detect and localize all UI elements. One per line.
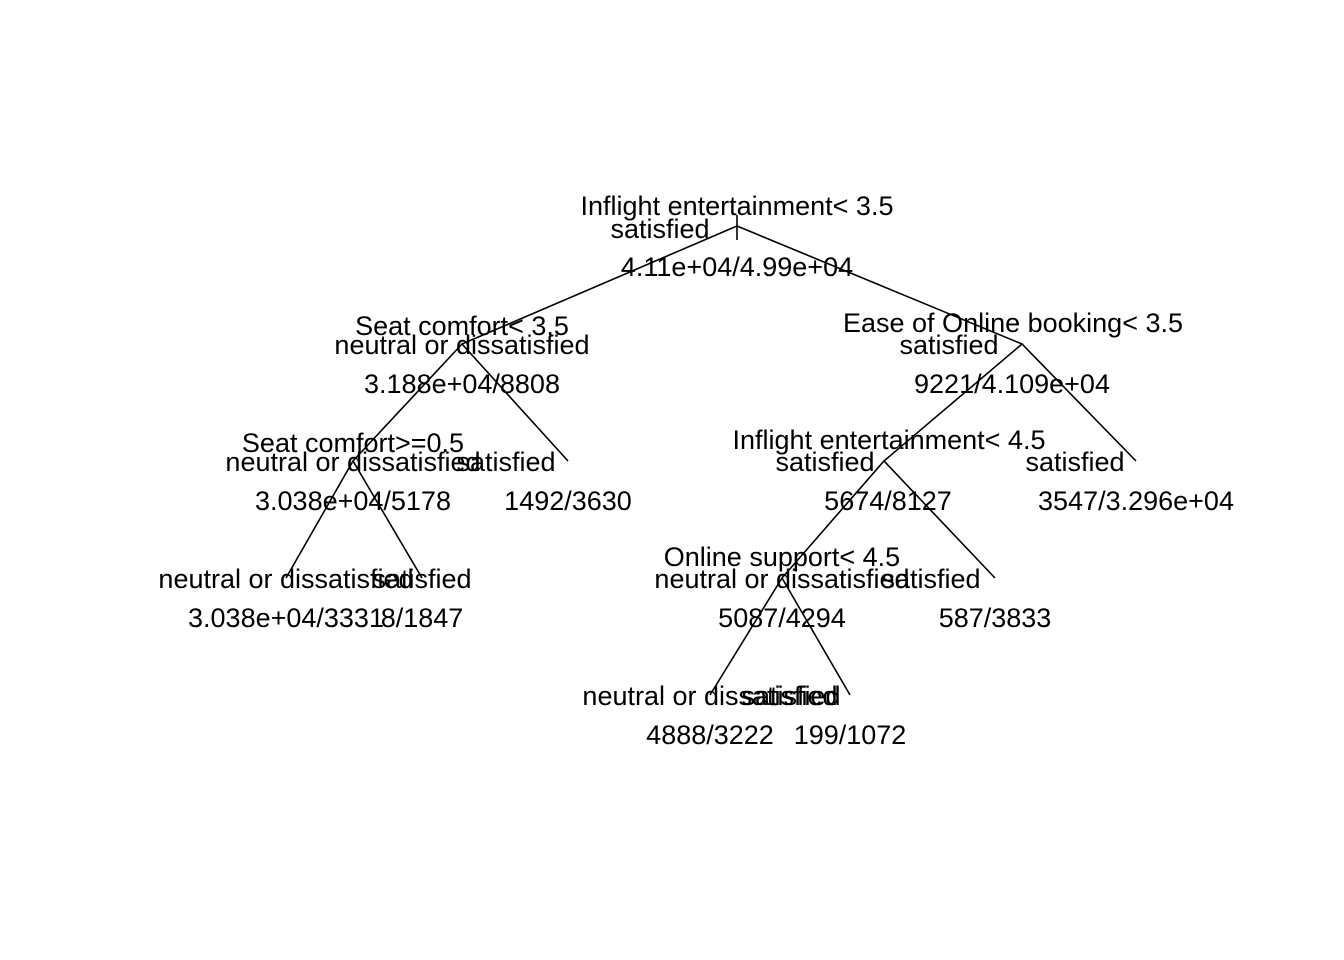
count-label: 199/1072 <box>794 720 907 750</box>
leaf-satisfied-3: satisfied 3547/3.296e+04 <box>1025 447 1234 516</box>
class-label: satisfied <box>881 564 980 594</box>
class-label: neutral or dissatisfied <box>334 330 589 360</box>
tree-edges <box>285 215 1137 696</box>
class-label: satisfied <box>775 447 874 477</box>
edge-inflight-entertainment-45 <box>781 459 996 579</box>
count-label: 3.038e+04/5178 <box>255 486 451 516</box>
node-ease-online-booking: Ease of Online booking< 3.5 satisfied 92… <box>843 308 1183 399</box>
node-inflight-entertainment-45: Inflight entertainment< 4.5 satisfied 56… <box>733 425 1046 516</box>
count-label: 9221/4.109e+04 <box>914 369 1110 399</box>
count-label: 5087/4294 <box>718 603 846 633</box>
edge-ease-online-booking <box>883 342 1137 462</box>
count-label: 1492/3630 <box>504 486 632 516</box>
count-label: 4.11e+04/4.99e+04 <box>621 252 853 282</box>
edge-seat-comfort <box>352 342 569 462</box>
class-label: neutral or dissatisfied <box>225 447 480 477</box>
count-label: 5674/8127 <box>824 486 952 516</box>
class-label: neutral or dissatisfied <box>654 564 909 594</box>
split-label: Seat comfort< 3.5 <box>355 311 569 341</box>
node-online-support: Online support< 4.5 neutral or dissatisf… <box>654 542 909 633</box>
node-root: Inflight entertainment< 3.5 satisfied 4.… <box>581 191 894 282</box>
leaf-satisfied-5: satisfied 199/1072 <box>741 681 906 750</box>
count-label: 587/3833 <box>939 603 1052 633</box>
class-label: satisfied <box>899 330 998 360</box>
count-label: 3.038e+04/3331 <box>188 603 384 633</box>
leaf-satisfied-1: satisfied 8/1847 <box>372 564 471 633</box>
node-seat-comfort: Seat comfort< 3.5 neutral or dissatisfie… <box>334 311 589 399</box>
class-label: satisfied <box>741 681 840 711</box>
edge-seat-comfort-ge <box>285 459 423 579</box>
split-label: Inflight entertainment< 4.5 <box>733 425 1046 455</box>
count-label: 8/1847 <box>381 603 464 633</box>
leaf-neutral-2: neutral or dissatisfied 4888/3222 <box>582 681 837 750</box>
class-label: satisfied <box>610 214 709 244</box>
leaf-satisfied-4: satisfied 587/3833 <box>881 564 1051 633</box>
edge-online-support <box>709 576 851 696</box>
class-label: satisfied <box>1025 447 1124 477</box>
class-label: neutral or dissatisfied <box>582 681 837 711</box>
split-label: Ease of Online booking< 3.5 <box>843 308 1183 338</box>
leaf-neutral-1: neutral or dissatisfied 3.038e+04/3331 <box>158 564 413 633</box>
class-label: satisfied <box>372 564 471 594</box>
split-label: Inflight entertainment< 3.5 <box>581 191 894 221</box>
node-seat-comfort-ge: Seat comfort>=0.5 neutral or dissatisfie… <box>225 428 480 516</box>
count-label: 4888/3222 <box>646 720 774 750</box>
leaf-satisfied-2: satisfied 1492/3630 <box>456 447 631 516</box>
count-label: 3547/3.296e+04 <box>1038 486 1234 516</box>
count-label: 3.188e+04/8808 <box>364 369 560 399</box>
class-label: neutral or dissatisfied <box>158 564 413 594</box>
split-label: Online support< 4.5 <box>664 542 900 572</box>
class-label: satisfied <box>456 447 555 477</box>
split-label: Seat comfort>=0.5 <box>242 428 464 458</box>
